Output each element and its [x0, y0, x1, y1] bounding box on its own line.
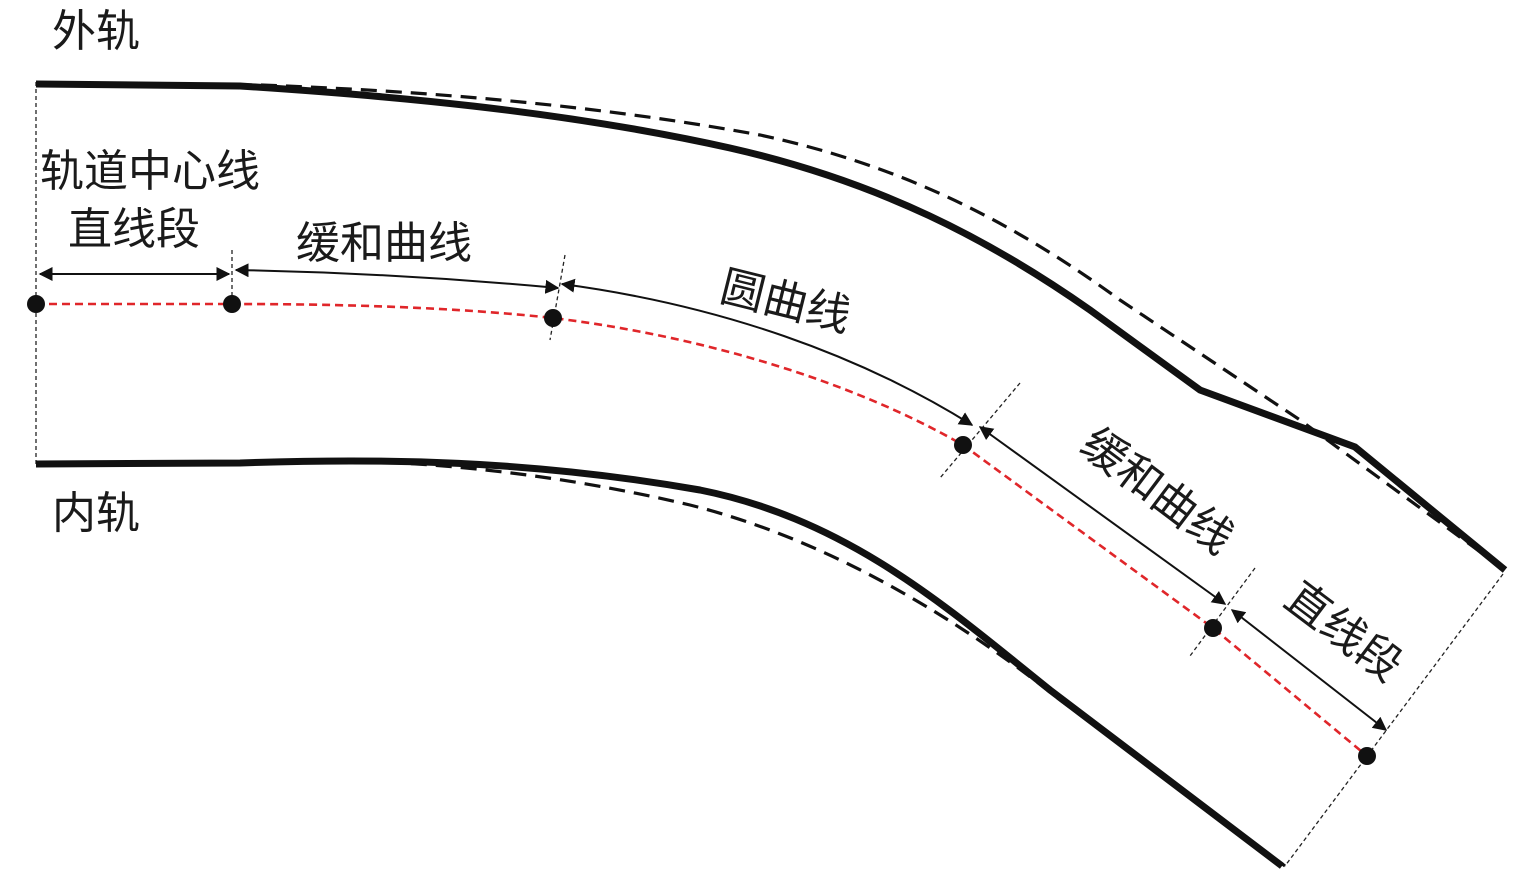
arrow-circular	[560, 278, 974, 426]
label-straight-start: 直线段	[68, 204, 200, 255]
end-boundary-line	[1284, 573, 1504, 867]
point-hy	[544, 309, 562, 327]
tick-3	[939, 382, 1021, 479]
label-straight-end: 直线段	[1275, 572, 1411, 692]
point-start	[27, 295, 45, 313]
outer-rail-original	[35, 82, 1506, 572]
inner-rail-original	[35, 458, 1286, 868]
outer-rail-line	[35, 80, 1508, 573]
label-outer-rail: 外轨	[52, 6, 140, 57]
arrow-straight-end	[1230, 609, 1388, 731]
point-hz	[1204, 619, 1222, 637]
arrow-transition-start	[234, 263, 560, 294]
point-yh	[954, 436, 972, 454]
label-centerline: 轨道中心线	[40, 146, 260, 197]
arrow-transition-end	[978, 426, 1227, 605]
tick-4	[1189, 567, 1256, 657]
point-zh	[223, 295, 241, 313]
tick-2	[549, 254, 566, 341]
label-inner-rail: 内轨	[52, 488, 140, 539]
inner-rail-line	[35, 457, 1285, 869]
label-circular: 圆曲线	[715, 261, 855, 342]
point-end	[1358, 747, 1376, 765]
label-transition-start: 缓和曲线	[296, 218, 472, 269]
label-transition-end: 缓和曲线	[1071, 418, 1242, 565]
